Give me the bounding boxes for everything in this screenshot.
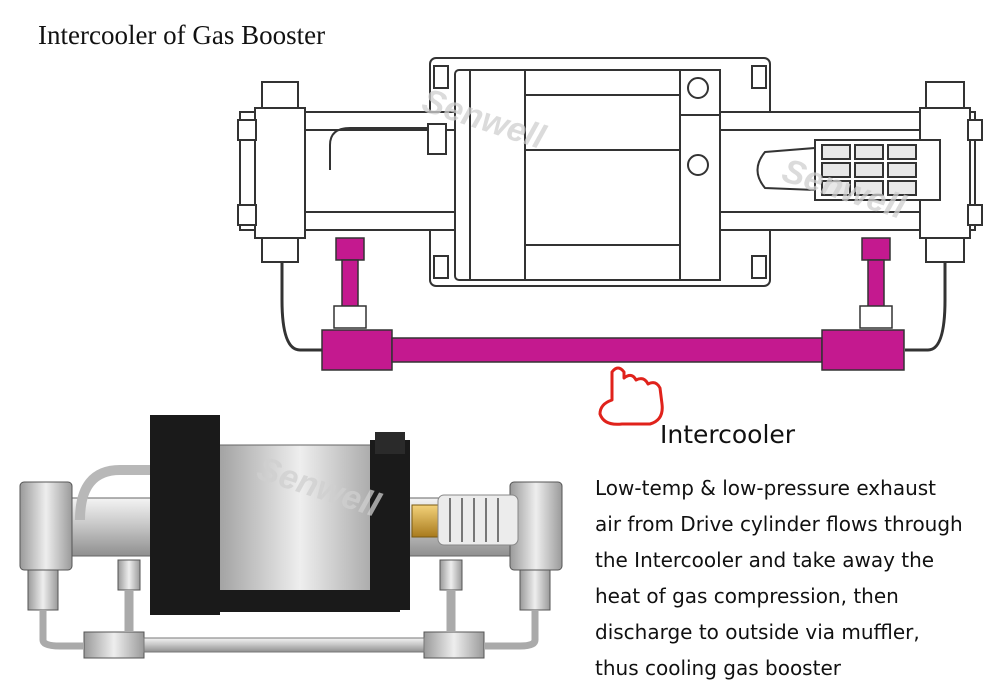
description-line: air from Drive cylinder flows through [595, 512, 963, 536]
intercooler-description: Low-temp & low-pressure exhaust air from… [595, 470, 995, 686]
description-line: the Intercooler and take away the [595, 548, 935, 572]
description-line: heat of gas compression, then [595, 584, 899, 608]
intercooler-label: Intercooler [660, 420, 796, 449]
description-line: thus cooling gas booster [595, 656, 841, 680]
page-title: Intercooler of Gas Booster [38, 20, 326, 50]
intercooler-tubing [321, 237, 905, 371]
description-line: Low-temp & low-pressure exhaust [595, 476, 937, 500]
pointing-hand-icon [598, 366, 664, 426]
description-line: discharge to outside via muffler, [595, 620, 920, 644]
booster-photo [19, 415, 563, 659]
booster-line-drawing [237, 57, 983, 352]
